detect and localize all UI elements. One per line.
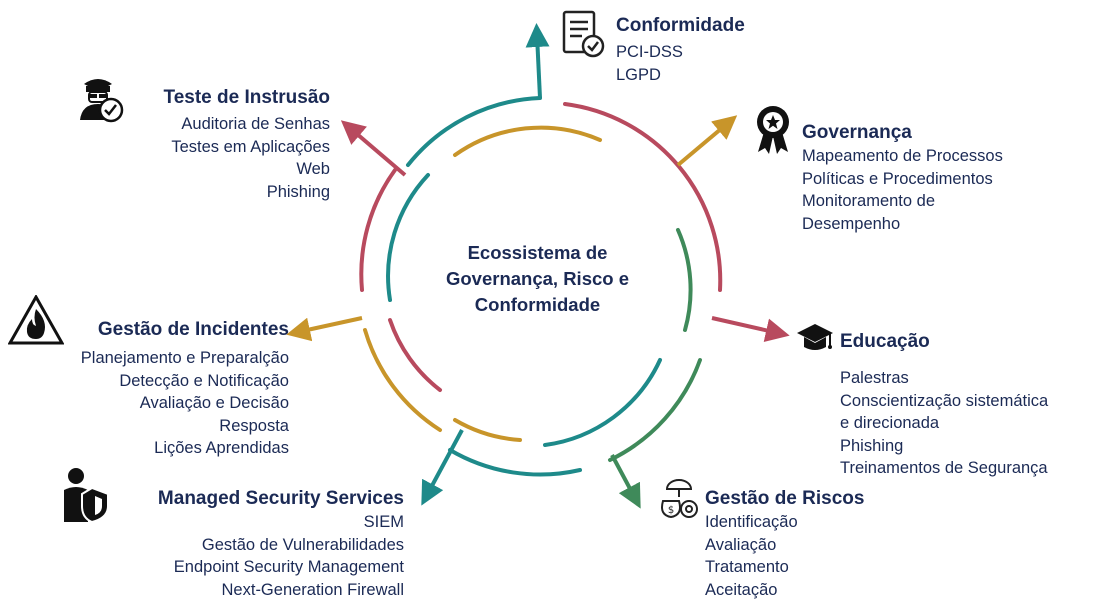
section-gestao-incidentes: Gestão de Incidentes Planejamento e Prep…: [81, 318, 289, 460]
ring-inner-gold-bottom: [453, 418, 522, 442]
gestao-riscos-item: Identificação: [705, 513, 798, 531]
hacker-check-icon: [80, 79, 124, 123]
gestao-riscos-items: Identificação Avaliação Tratamento Aceit…: [705, 511, 864, 601]
section-educacao: Educação Palestras Conscientização siste…: [840, 330, 1048, 480]
governanca-title: Governança: [802, 122, 912, 143]
conformidade-item: PCI-DSS: [616, 43, 683, 61]
ring-inner-gold-top: [453, 125, 602, 157]
ring-segment-green-lower-right: [608, 358, 702, 462]
mss-item: Next-Generation Firewall: [221, 580, 404, 599]
teste-instrusao-item: Auditoria de Senhas: [181, 115, 330, 133]
arrow-gestao-riscos: [610, 454, 641, 509]
arrow-teste-instrusao: [340, 120, 407, 177]
teste-instrusao-title: Teste de Instrusão: [163, 87, 330, 108]
fire-warning-icon: [8, 295, 64, 345]
graduation-cap-icon: [797, 324, 833, 350]
section-teste-instrusao: Teste de Instrusão Auditoria de Senhas T…: [164, 86, 330, 203]
ring-inner-teal-left: [386, 173, 430, 302]
user-shield-icon: [64, 468, 109, 524]
ring-inner-crimson-left: [388, 318, 442, 392]
svg-text:$: $: [668, 505, 674, 516]
ring-segment-teal-top: [406, 96, 542, 167]
mss-title: Managed Security Services: [157, 488, 404, 509]
money-bag-umbrella-icon: $: [661, 479, 698, 519]
gestao-incidentes-item: Planejamento e Preparalção: [80, 349, 289, 367]
arrow-mss: [421, 429, 464, 506]
award-ribbon-icon: [757, 106, 789, 154]
teste-instrusao-item: Web: [296, 160, 330, 178]
center-title-line-1: Ecossistema de: [467, 242, 608, 263]
ring-segment-crimson-left: [359, 168, 397, 292]
arrow-conformidade: [525, 23, 550, 99]
mss-item: SIEM: [363, 513, 404, 531]
teste-instrusao-items: Auditoria de Senhas Testes em Aplicações…: [164, 113, 330, 203]
teste-instrusao-item: Testes em Aplicações: [171, 137, 330, 156]
gestao-riscos-item: Tratamento: [705, 558, 789, 576]
arrow-governanca: [676, 115, 738, 167]
governanca-items: Mapeamento de Processos Políticas e Proc…: [802, 145, 1003, 235]
gestao-incidentes-item: Detecção e Notificação: [119, 371, 289, 390]
center-title: Ecossistema de Governança, Risco e Confo…: [410, 240, 665, 318]
educacao-items: Palestras Conscientização sistemática e …: [840, 367, 1048, 480]
gestao-incidentes-items: Planejamento e Preparalção Detecção e No…: [81, 347, 289, 460]
educacao-item: Treinamentos de Segurança: [840, 459, 1048, 477]
section-mss: Managed Security Services SIEM Gestão de…: [158, 487, 404, 601]
governanca-item: Monitoramento de: [802, 192, 935, 210]
conformidade-items: PCI-DSS LGPD: [616, 41, 745, 86]
educacao-item: Palestras: [840, 369, 909, 387]
teste-instrusao-item: Phishing: [266, 182, 330, 201]
mss-item: Gestão de Vulnerabilidades: [201, 535, 404, 554]
conformidade-item: LGPD: [616, 65, 661, 84]
gestao-riscos-item: Avaliação: [705, 535, 777, 554]
arrow-gestao-incidentes: [286, 316, 363, 342]
ring-segment-crimson-right: [563, 102, 723, 292]
gestao-incidentes-item: Avaliação e Decisão: [139, 394, 289, 412]
ring-inner-teal-lower: [543, 358, 662, 447]
governanca-item: Mapeamento de Processos: [802, 147, 1003, 165]
governanca-item: Desempenho: [802, 214, 901, 233]
educacao-item: Conscientização sistemática: [840, 391, 1049, 410]
section-gestao-riscos: Gestão de Riscos Identificação Avaliação…: [705, 487, 864, 601]
ring-segment-teal-bottom: [448, 448, 582, 477]
gestao-incidentes-item: Resposta: [219, 416, 289, 435]
conformidade-title: Conformidade: [616, 15, 745, 36]
gestao-riscos-item: Aceitação: [705, 580, 778, 599]
section-conformidade: Conformidade PCI-DSS LGPD: [616, 14, 745, 86]
mss-item: Endpoint Security Management: [173, 558, 404, 576]
gestao-incidentes-title: Gestão de Incidentes: [97, 319, 289, 340]
ring-segment-gold-lower-left: [363, 328, 442, 432]
governanca-item: Políticas e Procedimentos: [802, 169, 993, 188]
educacao-item: Phishing: [840, 436, 904, 455]
mss-items: SIEM Gestão de Vulnerabilidades Endpoint…: [158, 511, 404, 601]
center-title-line-3: Conformidade: [474, 294, 601, 315]
section-governanca: Governança Mapeamento de Processos Polít…: [802, 121, 1003, 235]
arrow-educacao: [711, 316, 790, 343]
center-title-line-2: Governança, Risco e: [445, 268, 630, 289]
educacao-item: e direcionada: [840, 414, 940, 432]
gestao-incidentes-item: Lições Aprendidas: [154, 439, 289, 457]
educacao-title: Educação: [840, 331, 930, 352]
ring-inner-green-right: [676, 228, 693, 332]
checklist-document-icon: [562, 10, 605, 58]
gestao-riscos-title: Gestão de Riscos: [705, 488, 865, 509]
